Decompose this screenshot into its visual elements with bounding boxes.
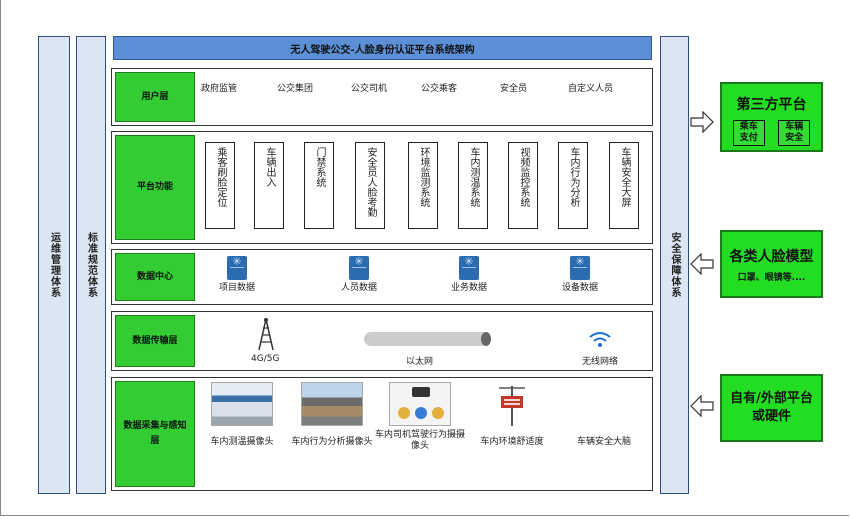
data-item: ✳ 业务数据 (451, 256, 487, 293)
arrow-right-icon (690, 111, 714, 133)
arrow-left-icon (690, 395, 714, 417)
data-center-label: 数据中心 (115, 253, 195, 301)
transport-ethernet-label: 以太网 (406, 357, 434, 367)
transport-layer-label: 数据传输层 (115, 315, 195, 367)
function-box: 环境监测系统 (408, 142, 438, 229)
sensor-label: 车内行为分析摄像头 (291, 437, 373, 447)
standards-label: 标准规范体系 (85, 232, 97, 298)
sensor-label: 车内环境舒适度 (480, 437, 544, 447)
third-party-platform-box: 第三方平台 乘车支付 车辆安全 (720, 82, 823, 152)
user-item: 政府监管 (201, 84, 238, 94)
thermal-camera-photo (211, 382, 273, 426)
collection-layer: 数据采集与感知层 车内测温摄像头 车内行为分析摄像头 车内司机驾驶行为摄摄像头 (111, 377, 653, 491)
wifi-icon (589, 332, 611, 347)
function-label: 车辆出入 (264, 147, 275, 187)
function-label: 车内行为分析 (568, 147, 579, 207)
user-layer: 用户层 政府监管 公交集团 公交司机 公交乘客 安全员 自定义人员 (111, 68, 653, 126)
transport-wireless-label: 无线网络 (582, 357, 619, 367)
vehicle-safety-tag: 车辆安全 (778, 120, 811, 146)
user-item: 公交司机 (351, 84, 388, 94)
standards-column: 标准规范体系 (76, 36, 106, 494)
database-icon: ✳ (570, 256, 590, 280)
user-layer-label: 用户层 (115, 72, 195, 122)
user-item: 自定义人员 (568, 84, 614, 94)
data-item: ✳ 设备数据 (562, 256, 598, 293)
own-platform-title: 自有/外部平台或硬件 (730, 391, 813, 424)
sensor-label: 车内司机驾驶行为摄摄像头 (374, 430, 465, 451)
sensor-item: 车内环境舒适度 (474, 382, 550, 447)
face-model-subtitle: 口罩、眼镜等.... (737, 273, 806, 283)
security-label: 安全保障体系 (669, 232, 680, 298)
sensor-label: 车内测温摄像头 (210, 437, 274, 447)
transport-4g5g-label: 4G/5G (251, 354, 280, 364)
payment-tag: 乘车支付 (732, 120, 765, 146)
sensor-label: 车辆安全大脑 (576, 437, 631, 447)
env-sensor-photo (481, 382, 543, 426)
database-icon: ✳ (227, 256, 247, 280)
user-item: 公交集团 (277, 84, 314, 94)
function-label: 车辆安全大屏 (619, 147, 630, 207)
data-item-label: 业务数据 (451, 283, 488, 293)
face-model-title: 各类人脸模型 (729, 249, 814, 265)
transport-layer: 数据传输层 4G/5G 以太网 无线网络 (111, 311, 653, 371)
platform-layer: 平台功能 乘客刷脸定位 车辆出入 门禁系统 安全员人脸考勤 环境监测系统 车内测… (111, 131, 653, 244)
third-party-title: 第三方平台 (736, 97, 807, 113)
function-label: 乘客刷脸定位 (215, 147, 226, 207)
ops-management-column: 运维管理体系 (38, 36, 70, 494)
function-label: 视频监控系统 (518, 147, 529, 207)
cell-tower-icon (258, 318, 274, 351)
function-box: 车内行为分析 (558, 142, 588, 229)
database-icon: ✳ (459, 256, 479, 280)
data-item: ✳ 项目数据 (219, 256, 255, 293)
diagram-title: 无人驾驶公交-人脸身份认证平台系统架构 (113, 36, 652, 60)
function-box: 车辆安全大屏 (609, 142, 639, 229)
data-center-layer: 数据中心 ✳ 项目数据 ✳ 人员数据 ✳ 业务数据 ✳ 设备数据 (111, 249, 653, 305)
collection-layer-label: 数据采集与感知层 (115, 381, 195, 487)
function-box: 安全员人脸考勤 (355, 142, 385, 229)
data-item: ✳ 人员数据 (341, 256, 377, 293)
function-label: 环境监测系统 (418, 147, 429, 207)
user-item: 公交乘客 (421, 84, 458, 94)
function-label: 门禁系统 (314, 147, 325, 187)
ethernet-cable-icon (364, 332, 491, 346)
function-box: 车辆出入 (254, 142, 284, 229)
ops-management-label: 运维管理体系 (48, 232, 60, 298)
data-item-label: 设备数据 (562, 283, 599, 293)
sensor-item: 车辆安全大脑 (566, 382, 642, 447)
driver-camera-photo (389, 382, 451, 426)
function-box: 车内测温系统 (458, 142, 488, 229)
security-column: 安全保障体系 (660, 36, 689, 494)
own-platform-box: 自有/外部平台或硬件 (720, 374, 823, 442)
function-box: 视频监控系统 (508, 142, 538, 229)
database-icon: ✳ (349, 256, 369, 280)
data-item-label: 项目数据 (219, 283, 256, 293)
function-box: 乘客刷脸定位 (205, 142, 235, 229)
behavior-camera-photo (301, 382, 363, 426)
arrow-left-icon (690, 253, 714, 275)
function-label: 安全员人脸考勤 (365, 147, 376, 217)
function-box: 门禁系统 (304, 142, 334, 229)
sensor-item: 车内行为分析摄像头 (284, 382, 380, 447)
function-label: 车内测温系统 (468, 147, 479, 207)
user-item: 安全员 (500, 84, 528, 94)
sensor-item: 车内测温摄像头 (204, 382, 280, 447)
sensor-item: 车内司机驾驶行为摄摄像头 (374, 382, 466, 452)
platform-layer-label: 平台功能 (115, 135, 195, 240)
data-item-label: 人员数据 (341, 283, 378, 293)
face-model-box: 各类人脸模型 口罩、眼镜等.... (720, 230, 823, 298)
